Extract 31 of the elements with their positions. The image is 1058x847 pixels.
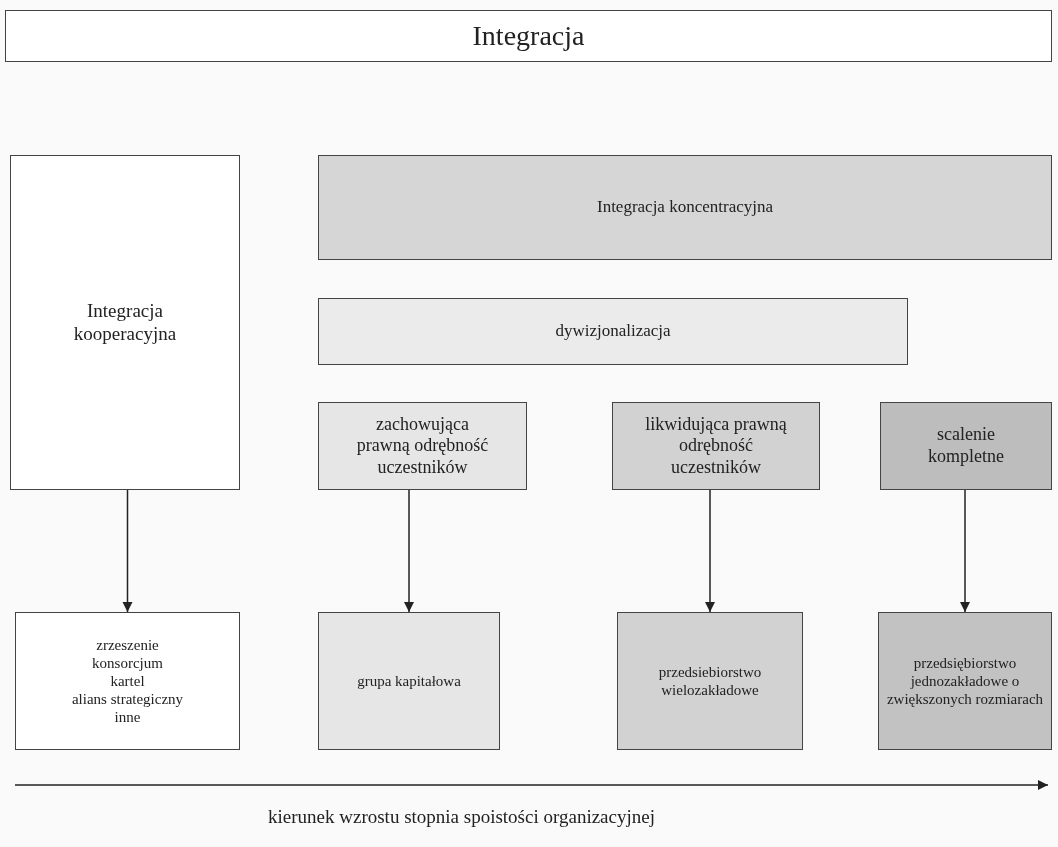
node-text: Integracja koncentracyjna bbox=[595, 197, 774, 218]
title-text: Integracja bbox=[471, 19, 586, 53]
arrow bbox=[403, 489, 415, 613]
process-box bbox=[10, 155, 240, 490]
node-text: Integracja kooperacyjna bbox=[72, 299, 178, 346]
node-text: likwidująca prawną odrębność uczestników bbox=[644, 413, 788, 479]
process-box bbox=[318, 155, 1052, 260]
arrow bbox=[122, 489, 133, 613]
axis-label: kierunek wzrostu stopnia spoistości organizacyjnej bbox=[268, 806, 655, 828]
node-text: przedsiebiorstwo wielozakładowe bbox=[657, 663, 763, 699]
process-box bbox=[15, 612, 240, 750]
node-text: przedsiębiorstwo jednozakładowe o zwiększonych rozmiarach bbox=[885, 654, 1045, 708]
arrow bbox=[704, 489, 716, 613]
node-text: kartel bbox=[109, 672, 146, 690]
process-box bbox=[318, 612, 500, 750]
process-box bbox=[612, 402, 820, 490]
node-text: zrzeszenie bbox=[95, 636, 160, 654]
node-text: scalenie kompletne bbox=[927, 424, 1005, 468]
node-text: grupa kapitałowa bbox=[356, 672, 462, 690]
node-text: zachowująca prawną odrębność uczestników bbox=[355, 413, 490, 479]
process-box bbox=[318, 402, 527, 490]
process-box bbox=[617, 612, 803, 750]
node-text: inne bbox=[113, 708, 142, 726]
process-box bbox=[878, 612, 1052, 750]
node-text: alians strategiczny bbox=[70, 690, 185, 708]
arrow bbox=[959, 489, 971, 613]
process-box bbox=[880, 402, 1052, 490]
node-text: konsorcjum bbox=[91, 654, 164, 672]
process-box bbox=[5, 10, 1052, 62]
node-text: dywizjonalizacja bbox=[554, 321, 672, 342]
process-box bbox=[318, 298, 908, 365]
